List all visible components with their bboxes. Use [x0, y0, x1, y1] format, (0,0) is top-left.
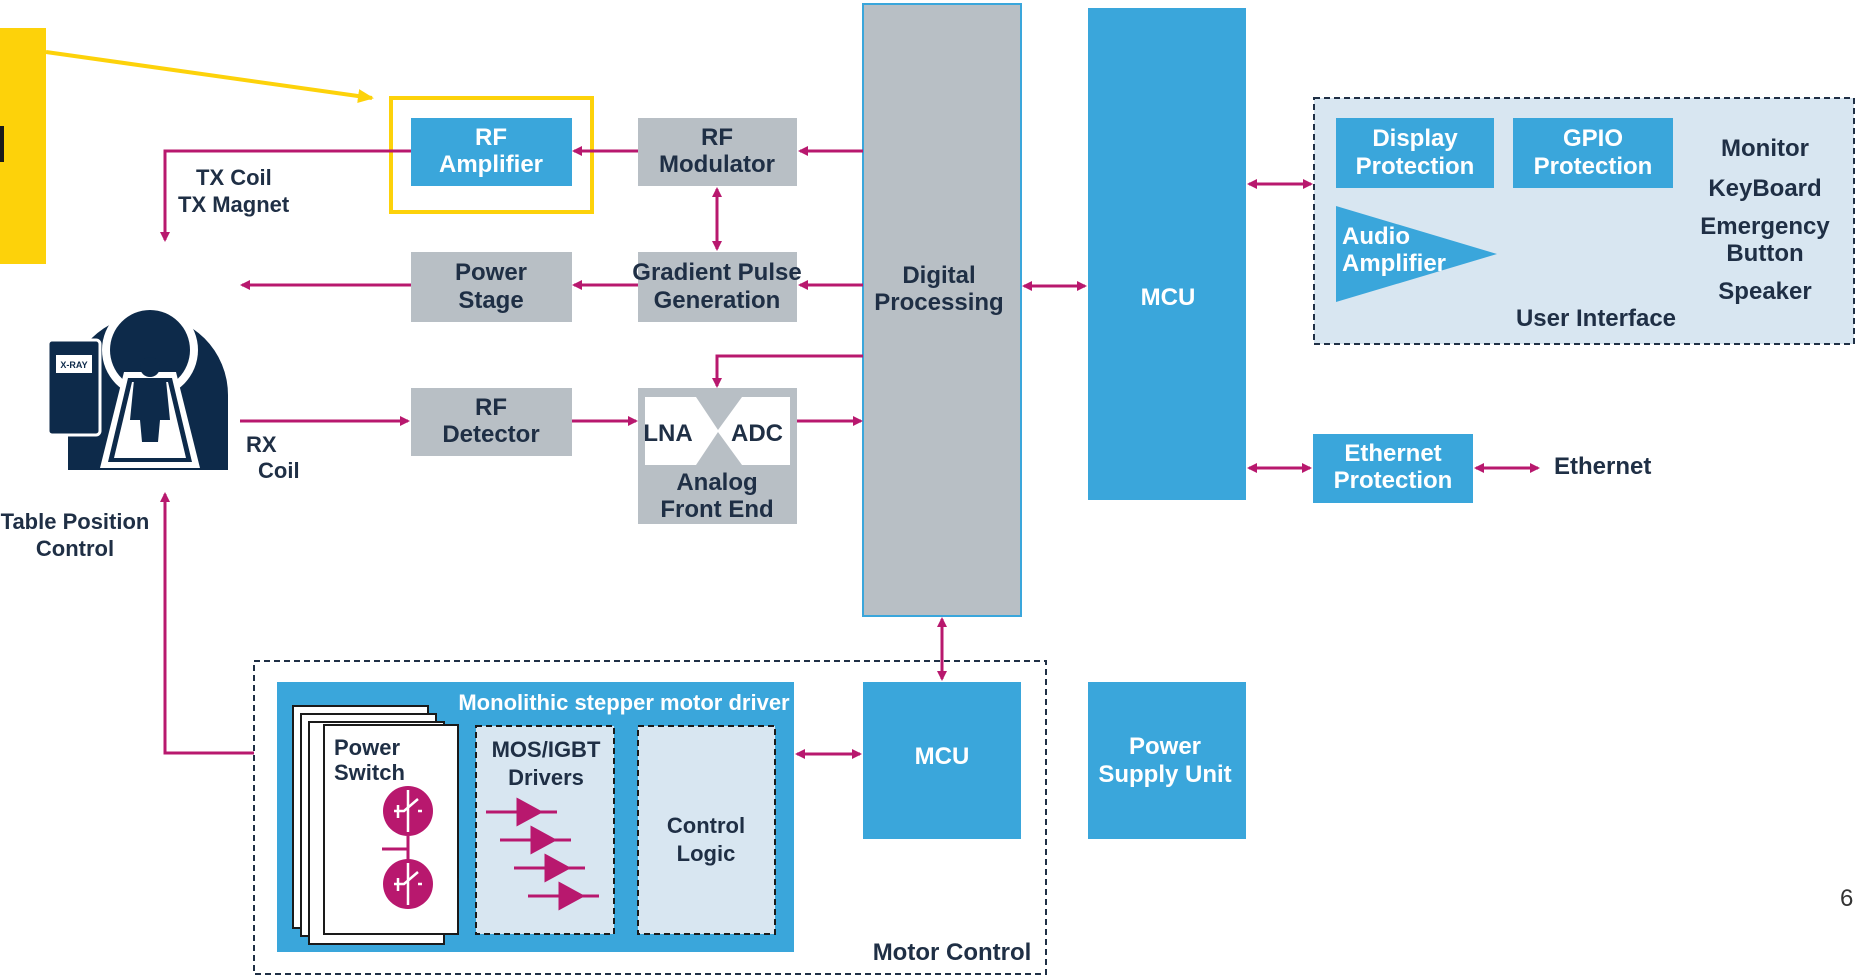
rf-detector-label-2: Detector [442, 421, 539, 448]
control-logic-label: Control [667, 813, 745, 838]
mri-scanner-icon: X-RAY [46, 268, 228, 470]
mos-igbt-label: MOS/IGBT [492, 737, 601, 762]
control-logic-label-2: Logic [677, 841, 736, 866]
audio-amplifier-label-2: Amplifier [1342, 250, 1446, 277]
gpio-protection-block [1513, 118, 1673, 188]
rx-coil-label: RX [246, 432, 277, 457]
audio-amplifier-label: Audio [1342, 223, 1410, 250]
display-protection-label: Display [1372, 125, 1458, 152]
ui-item-keyboard: KeyBoard [1708, 175, 1821, 202]
ethernet-protection-block [1313, 434, 1473, 503]
callout-arrow [45, 50, 374, 103]
lna-label: LNA [643, 420, 692, 447]
power-stage-label: Power [455, 259, 527, 286]
power-switch-label: Power [334, 735, 400, 760]
tx-coil-label: TX Coil [196, 165, 272, 190]
callout-mark [0, 126, 4, 162]
table-position-label-2: Control [36, 536, 114, 561]
gradient-pulse-block [638, 252, 797, 322]
mos-igbt-label-2: Drivers [508, 765, 584, 790]
mcu-motor-block [863, 682, 1021, 839]
rf-modulator-label: RF [701, 124, 733, 151]
rf-amplifier-label: RF [475, 124, 507, 151]
signal-arrows [160, 146, 1540, 759]
digital-processing-block [862, 3, 1022, 617]
driver-buffer-icons [486, 797, 599, 911]
rf-detector-block [411, 388, 572, 456]
mcu-main-label: MCU [1141, 284, 1196, 311]
adc-label: ADC [731, 420, 783, 447]
gradient-pulse-label-2: Generation [654, 287, 781, 314]
ui-item-monitor: Monitor [1721, 135, 1809, 162]
ethernet-protection-label: Ethernet [1344, 440, 1441, 467]
tx-magnet-label: TX Magnet [178, 192, 290, 217]
rf-amplifier-highlight [389, 96, 594, 214]
gpio-protection-label-2: Protection [1534, 153, 1653, 180]
analog-front-end-label-2: Front End [660, 496, 773, 523]
analog-front-end-label: Analog [676, 469, 757, 496]
rx-coil-label-2: Coil [258, 458, 300, 483]
gradient-pulse-label: Gradient Pulse [632, 259, 801, 286]
control-logic-block [637, 725, 776, 935]
rf-modulator-block [638, 118, 797, 186]
mcu-motor-label: MCU [915, 743, 970, 770]
ui-item-button: Button [1726, 240, 1803, 267]
digital-processing-label: Digital [902, 262, 975, 289]
mcu-main-block [1088, 8, 1246, 500]
table-position-label: Table Position [1, 509, 150, 534]
lna-adc-shape [645, 397, 790, 465]
motor-control-label: Motor Control [873, 939, 1032, 966]
page-number: 6 [1840, 885, 1853, 912]
power-supply-label-2: Supply Unit [1098, 761, 1231, 788]
audio-amplifier-triangle [1336, 206, 1497, 302]
rf-detector-label: RF [475, 394, 507, 421]
power-switch-icon-top [383, 786, 433, 836]
motor-control-panel [253, 660, 1047, 975]
ethernet-label: Ethernet [1554, 453, 1651, 480]
ethernet-protection-label-2: Protection [1334, 467, 1453, 494]
digital-processing-label-2: Processing [874, 289, 1003, 316]
xray-label: X-RAY [60, 360, 87, 370]
rf-modulator-label-2: Modulator [659, 151, 775, 178]
ui-item-emergency: Emergency [1700, 213, 1830, 240]
power-stage-block [411, 252, 572, 322]
display-protection-label-2: Protection [1356, 153, 1475, 180]
stepper-driver-title: Monolithic stepper motor driver [458, 690, 790, 715]
power-stage-label-2: Stage [458, 287, 523, 314]
ui-item-speaker: Speaker [1718, 278, 1811, 305]
user-interface-label: User Interface [1516, 305, 1676, 332]
power-supply-block [1088, 682, 1246, 839]
yellow-callout-panel [0, 28, 46, 264]
power-switch-label-2: Switch [334, 760, 405, 785]
gpio-protection-label: GPIO [1563, 125, 1623, 152]
display-protection-block [1336, 118, 1494, 188]
rf-amplifier-block [411, 118, 572, 186]
rf-amplifier-label-2: Amplifier [439, 151, 543, 178]
mos-igbt-drivers-block [475, 725, 615, 935]
power-switch-icon-bottom [383, 859, 433, 909]
power-supply-label: Power [1129, 733, 1201, 760]
